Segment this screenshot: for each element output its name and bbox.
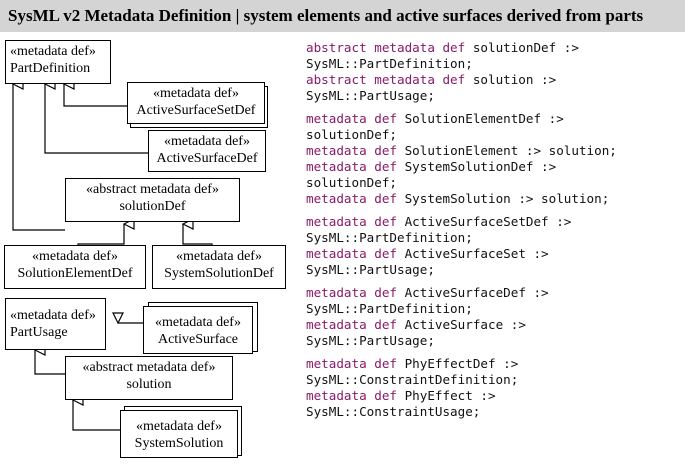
active-surface-def-name: ActiveSurfaceDef [156, 151, 258, 166]
active-surface-set-def-box: «metadata def» ActiveSurfaceSetDef [127, 82, 265, 124]
code-block: abstract metadata def solutionDef :>SysM… [306, 40, 682, 104]
code-text: SysML::PartDefinition; [306, 56, 473, 71]
code-keyword: metadata def [306, 191, 397, 206]
code-keyword: abstract metadata def [306, 40, 466, 55]
code-block: metadata def SolutionElementDef :>soluti… [306, 111, 682, 207]
code-keyword: metadata def [306, 246, 397, 261]
active-surface-stereotype: «metadata def» [155, 315, 241, 330]
part-usage-box: «metadata def» PartUsage [5, 298, 106, 350]
code-text: solutionDef; [306, 175, 397, 190]
code-line: solutionDef; [306, 127, 682, 143]
code-line: SysML::PartDefinition; [306, 301, 682, 317]
part-usage-name: PartUsage [10, 325, 68, 340]
code-line: metadata def SolutionElement :> solution… [306, 143, 682, 159]
code-text: SysML::PartUsage; [306, 88, 435, 103]
solution-box: «abstract metadata def» solution [65, 356, 233, 400]
code-text: SysML::PartUsage; [306, 333, 435, 348]
code-text: SysML::PartDefinition; [306, 230, 473, 245]
code-text: PhyEffectDef :> [397, 356, 519, 371]
solution-element-def-box: «metadata def» SolutionElementDef [4, 245, 146, 289]
code-line: SysML::PartDefinition; [306, 56, 682, 72]
solution-def-box: «abstract metadata def» solutionDef [65, 178, 240, 222]
code-line: metadata def PhyEffectDef :> [306, 356, 682, 372]
active-surface-def-box: «metadata def» ActiveSurfaceDef [148, 130, 266, 172]
system-solution-def-stereotype: «metadata def» [176, 249, 262, 264]
code-text: ActiveSurfaceSetDef :> [397, 214, 572, 229]
code-keyword: metadata def [306, 317, 397, 332]
code-keyword: metadata def [306, 356, 397, 371]
system-solution-def-box: «metadata def» SystemSolutionDef [152, 245, 286, 289]
active-surface-set-def-stereotype: «metadata def» [153, 86, 239, 101]
code-keyword: metadata def [306, 111, 397, 126]
code-keyword: metadata def [306, 214, 397, 229]
code-text: SystemSolutionDef :> [397, 159, 557, 174]
code-line: abstract metadata def solution :> [306, 72, 682, 88]
code-keyword: metadata def [306, 159, 397, 174]
part-definition-name: PartDefinition [10, 61, 91, 76]
code-text: solutionDef; [306, 127, 397, 142]
system-solution-name: SystemSolution [134, 436, 224, 451]
part-usage-stereotype: «metadata def» [10, 308, 96, 323]
part-definition-stereotype: «metadata def» [10, 44, 96, 59]
code-text: ActiveSurface :> [397, 317, 526, 332]
code-line: SysML::PartDefinition; [306, 230, 682, 246]
code-line: metadata def ActiveSurfaceDef :> [306, 285, 682, 301]
code-line: metadata def ActiveSurfaceSetDef :> [306, 214, 682, 230]
sysml-code-listing: abstract metadata def solutionDef :>SysM… [306, 40, 682, 427]
code-text: solution :> [465, 72, 557, 87]
solution-def-name: solutionDef [119, 199, 186, 214]
code-keyword: metadata def [306, 285, 397, 300]
solution-element-def-name: SolutionElementDef [17, 266, 133, 281]
code-text: SysML::PartUsage; [306, 262, 435, 277]
code-line: SysML::PartUsage; [306, 333, 682, 349]
code-text: SolutionElementDef :> [397, 111, 564, 126]
solution-element-def-stereotype: «metadata def» [32, 249, 118, 264]
code-line: metadata def ActiveSurface :> [306, 317, 682, 333]
code-line: SysML::ConstraintDefinition; [306, 372, 682, 388]
code-keyword: metadata def [306, 388, 397, 403]
active-surface-def-stereotype: «metadata def» [164, 134, 250, 149]
active-surface-set-def-name: ActiveSurfaceSetDef [136, 103, 256, 118]
code-line: metadata def SystemSolution :> solution; [306, 191, 682, 207]
code-text: ActiveSurfaceSet :> [397, 246, 549, 261]
code-block: metadata def PhyEffectDef :>SysML::Const… [306, 356, 682, 420]
solution-def-stereotype: «abstract metadata def» [86, 182, 219, 197]
active-surface-name: ActiveSurface [157, 332, 239, 347]
code-line: abstract metadata def solutionDef :> [306, 40, 682, 56]
code-text: SysML::ConstraintDefinition; [306, 372, 519, 387]
system-solution-def-name: SystemSolutionDef [164, 266, 274, 281]
code-line: solutionDef; [306, 175, 682, 191]
system-solution-stereotype: «metadata def» [136, 419, 222, 434]
page-title: SysML v2 Metadata Definition | system el… [0, 0, 685, 32]
code-text: solutionDef :> [465, 40, 579, 55]
code-block: metadata def ActiveSurfaceSetDef :>SysML… [306, 214, 682, 278]
code-line: metadata def ActiveSurfaceSet :> [306, 246, 682, 262]
code-text: SysML::ConstraintUsage; [306, 404, 481, 419]
part-definition-box: «metadata def» PartDefinition [5, 40, 111, 84]
code-keyword: metadata def [306, 143, 397, 158]
code-line: SysML::PartUsage; [306, 88, 682, 104]
solution-name: solution [126, 377, 172, 392]
active-surface-box: «metadata def» ActiveSurface [143, 306, 253, 354]
code-block: metadata def ActiveSurfaceDef :>SysML::P… [306, 285, 682, 349]
code-text: SysML::PartDefinition; [306, 301, 473, 316]
code-text: ActiveSurfaceDef :> [397, 285, 549, 300]
code-text: PhyEffect :> [397, 388, 496, 403]
code-text: SolutionElement :> solution; [397, 143, 617, 158]
code-line: SysML::ConstraintUsage; [306, 404, 682, 420]
system-solution-box: «metadata def» SystemSolution [120, 410, 238, 458]
code-text: SystemSolution :> solution; [397, 191, 610, 206]
code-line: metadata def PhyEffect :> [306, 388, 682, 404]
generalization-lines [0, 0, 213, 431]
code-line: metadata def SolutionElementDef :> [306, 111, 682, 127]
code-line: SysML::PartUsage; [306, 262, 682, 278]
code-line: metadata def SystemSolutionDef :> [306, 159, 682, 175]
solution-stereotype: «abstract metadata def» [82, 360, 216, 375]
code-keyword: abstract metadata def [306, 72, 466, 87]
